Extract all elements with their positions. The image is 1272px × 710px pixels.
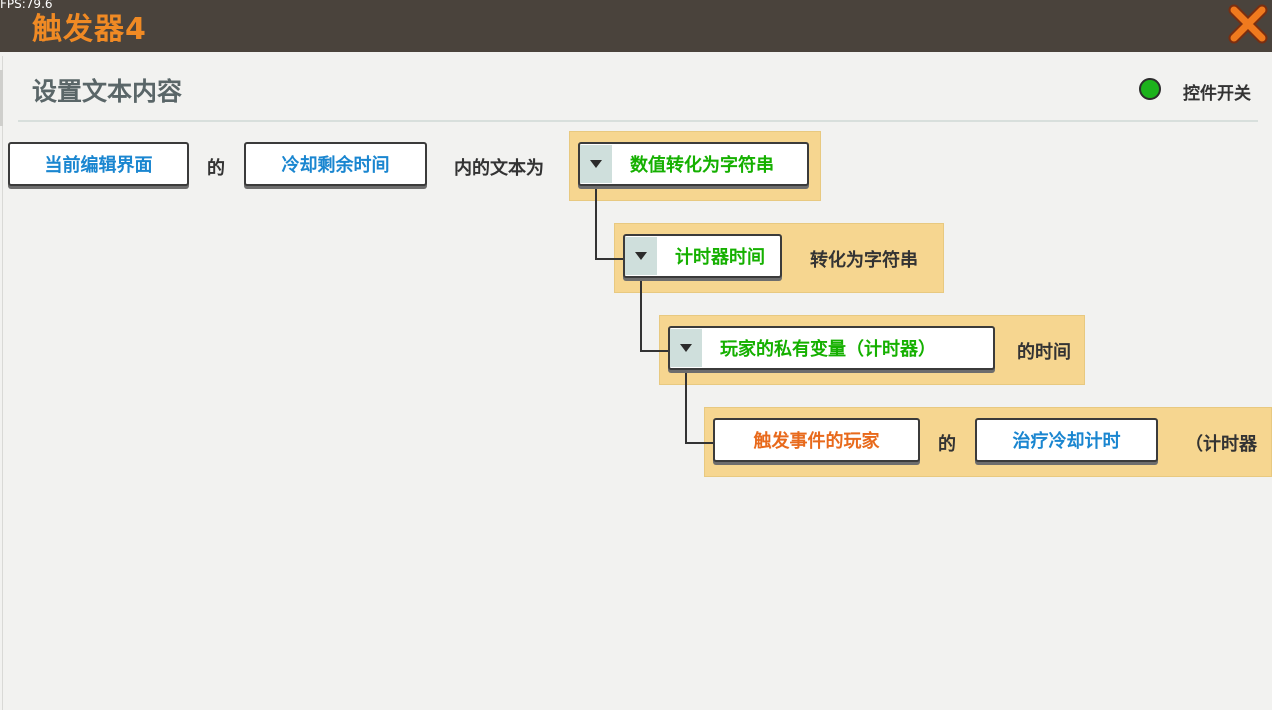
header-divider: [18, 120, 1258, 122]
control-toggle[interactable]: [1139, 78, 1161, 100]
of-label: 的: [938, 434, 956, 455]
triangle-down-icon: [680, 344, 692, 352]
connector-1: [595, 184, 625, 260]
func-label: 数值转化为字符串: [630, 155, 774, 176]
triangle-down-icon: [635, 252, 647, 260]
func-timer-time[interactable]: 计时器时间: [623, 234, 782, 278]
trigger-player-button[interactable]: 触发事件的玩家: [713, 418, 920, 462]
control-toggle-label: 控件开关: [1183, 84, 1251, 104]
close-x-icon: [1228, 4, 1268, 44]
action-title: 设置文本内容: [32, 77, 183, 106]
window-title: 触发器4: [32, 12, 147, 47]
panel-left-accent: [0, 70, 3, 126]
to-string-label: 转化为字符串: [810, 250, 918, 271]
triangle-down-icon: [590, 160, 602, 168]
func-label: 玩家的私有变量（计时器）: [720, 339, 936, 360]
text-is-label: 内的文本为: [454, 158, 544, 179]
func-number-to-string[interactable]: 数值转化为字符串: [578, 142, 809, 186]
func-label: 计时器时间: [675, 247, 765, 268]
component-button[interactable]: 冷却剩余时间: [244, 142, 427, 186]
variable-button[interactable]: 治疗冷却计时: [975, 418, 1158, 462]
func-player-private-var[interactable]: 玩家的私有变量（计时器）: [668, 326, 995, 370]
dropdown-toggle[interactable]: [580, 145, 612, 183]
dropdown-toggle[interactable]: [670, 329, 702, 367]
connector-3: [685, 368, 715, 444]
dropdown-toggle[interactable]: [625, 237, 657, 275]
title-bar: 触发器4: [0, 0, 1272, 52]
time-label: 的时间: [1017, 342, 1071, 363]
of-label: 的: [207, 158, 225, 179]
fps-counter: FPS:79.6: [0, 0, 53, 11]
connector-2: [640, 276, 670, 352]
target-ui-button[interactable]: 当前编辑界面: [8, 142, 189, 186]
timer-type-label: （计时器: [1185, 434, 1257, 455]
close-button[interactable]: [1228, 4, 1268, 44]
